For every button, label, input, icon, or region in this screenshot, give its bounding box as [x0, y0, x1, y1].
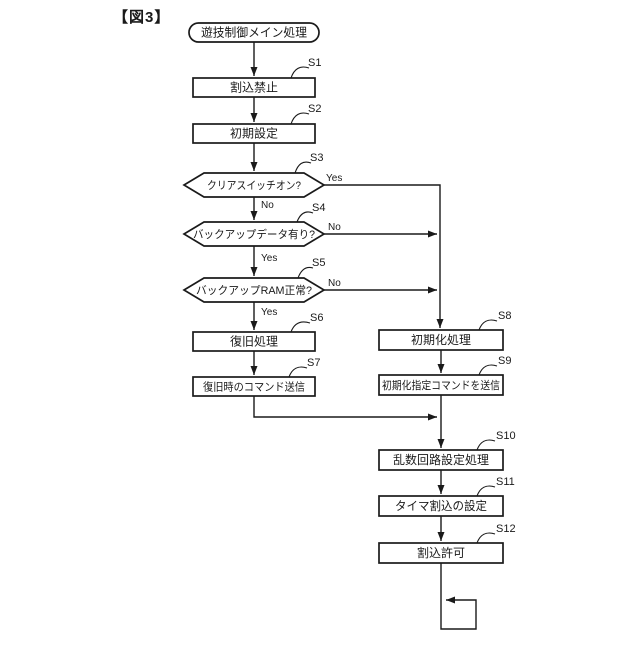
leader-s9	[478, 364, 498, 376]
leader-s4	[296, 211, 314, 223]
leader-s11	[476, 485, 496, 497]
s4-label: バックアップデータ有り?	[193, 227, 315, 241]
s4-step-label: S4	[312, 202, 325, 214]
start-terminal-shape	[188, 22, 320, 43]
node-start: 遊技制御メイン処理	[188, 22, 320, 43]
s10-label: 乱数回路設定処理	[393, 452, 489, 467]
s5-decision-shape	[182, 277, 326, 303]
node-s11: タイマ割込の設定 S11	[378, 476, 515, 517]
figure-title: 【図3】	[113, 8, 170, 26]
s5-step-label: S5	[312, 257, 325, 269]
s1-step-label: S1	[308, 57, 321, 69]
leader-s10	[476, 439, 496, 451]
s4-decision-shape	[182, 221, 326, 247]
s3-no-label: No	[261, 200, 274, 211]
node-s3: クリアスイッチオン? S3 Yes No	[182, 152, 342, 211]
node-s8: 初期化処理 S8	[378, 310, 511, 351]
start-label: 遊技制御メイン処理	[201, 25, 307, 40]
s2-label: 初期設定	[230, 126, 278, 141]
s6-process-shape	[192, 331, 316, 352]
node-s12: 割込許可 S12	[378, 523, 516, 564]
node-s6: 復旧処理 S6	[192, 312, 323, 352]
s7-step-label: S7	[307, 357, 320, 369]
node-s10: 乱数回路設定処理 S10	[378, 430, 516, 471]
s3-yes-label: Yes	[326, 173, 342, 184]
s1-label: 割込禁止	[230, 80, 278, 95]
s9-label: 初期化指定コマンドを送信	[382, 378, 500, 392]
node-s1: 割込禁止 S1	[192, 57, 321, 98]
s3-step-label: S3	[310, 152, 323, 164]
s1-process-shape	[192, 77, 316, 98]
s8-process-shape	[378, 329, 504, 351]
s4-yes-label: Yes	[261, 253, 277, 264]
s8-step-label: S8	[498, 310, 511, 322]
s6-label: 復旧処理	[230, 334, 278, 349]
s10-process-shape	[378, 449, 504, 471]
s11-step-label: S11	[496, 476, 515, 488]
s6-step-label: S6	[310, 312, 323, 324]
leader-s5	[297, 266, 314, 279]
s11-label: タイマ割込の設定	[395, 498, 487, 513]
s4-no-label: No	[328, 222, 341, 233]
s7-label: 復旧時のコマンド送信	[203, 380, 305, 394]
s9-process-shape	[378, 374, 504, 396]
node-s2: 初期設定 S2	[192, 103, 321, 144]
leader-s2	[290, 112, 310, 125]
s12-label: 割込許可	[417, 545, 465, 560]
leader-s8	[478, 319, 498, 331]
s7-process-shape	[192, 376, 316, 397]
s5-label: バックアップRAM正常?	[196, 284, 312, 297]
leader-s1	[290, 66, 310, 79]
leader-s7	[288, 366, 308, 378]
s9-step-label: S9	[498, 355, 511, 367]
s2-process-shape	[192, 123, 316, 144]
node-s9: 初期化指定コマンドを送信 S9	[378, 355, 511, 396]
s5-yes-label: Yes	[261, 307, 277, 318]
leader-s3	[294, 161, 312, 174]
s3-label: クリアスイッチオン?	[207, 179, 301, 192]
leader-s12	[476, 532, 496, 544]
s2-step-label: S2	[308, 103, 321, 115]
s8-label: 初期化処理	[411, 333, 471, 347]
s3-decision-shape	[182, 172, 326, 198]
connector-s7-to-mainline	[253, 396, 437, 421]
s10-step-label: S10	[496, 430, 516, 442]
node-s4: バックアップデータ有り? S4 No Yes	[182, 202, 341, 264]
s12-step-label: S12	[496, 523, 516, 535]
connector-loop-back	[440, 563, 477, 630]
s5-no-label: No	[328, 278, 341, 289]
leader-s6	[290, 321, 311, 333]
node-s5: バックアップRAM正常? S5 No Yes	[182, 257, 341, 318]
s11-process-shape	[378, 495, 504, 517]
s12-process-shape	[378, 542, 504, 564]
connector-s3-yes-to-s8	[324, 184, 444, 328]
node-s7: 復旧時のコマンド送信 S7	[192, 357, 320, 397]
